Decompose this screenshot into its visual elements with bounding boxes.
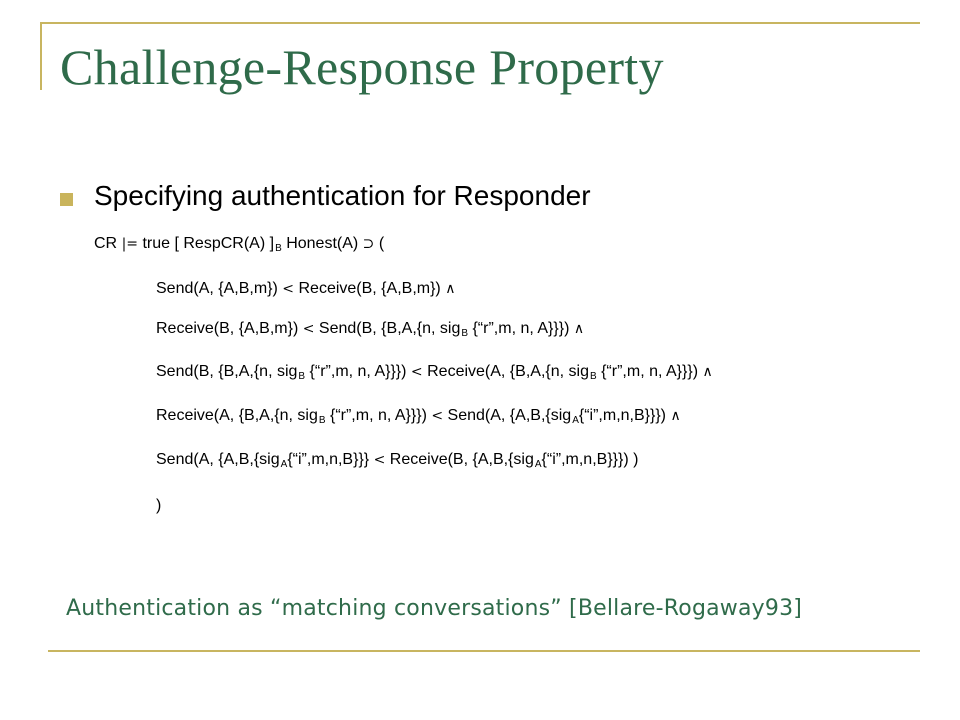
line5-right-b: {“i”,m,n,B}}}) [541, 451, 629, 468]
line2-right-sub: B [461, 328, 469, 339]
slide-title: Challenge-Response Property [60, 39, 664, 95]
open-paren: ( [378, 235, 385, 252]
before-symbol: < [282, 281, 295, 297]
frame-left-line [40, 22, 42, 90]
line1-left: Send(A, {A,B,m}) [156, 280, 278, 297]
formula-line-4: Receive(A, {B,A,{n, sigB {“r”,m, n, A}}}… [156, 407, 681, 430]
line5-left-a: Send(A, {A,B,{sig [156, 451, 280, 468]
line5-right-a: Receive(B, {A,B,{sig [389, 451, 534, 468]
frame-top-line [40, 22, 920, 24]
line4-left-sub: B [318, 415, 326, 426]
before-symbol: < [302, 321, 315, 337]
frame-bottom-line [48, 650, 920, 652]
conjunction-symbol: ∧ [670, 408, 681, 424]
line3-right-b: {“r”,m, n, A}}}) [596, 363, 699, 380]
implies-symbol: ⊃ [362, 236, 375, 252]
conjunction-symbol: ∧ [445, 281, 456, 297]
before-symbol: < [410, 364, 423, 380]
cr-label: CR [94, 235, 118, 252]
line5-close-paren: ) [633, 451, 639, 468]
conjunction-symbol: ∧ [702, 364, 713, 380]
line3-right-sub: B [589, 371, 597, 382]
bullet-heading: Specifying authentication for Responder [94, 180, 591, 211]
line3-left-a: Send(B, {B,A,{n, sig [156, 363, 298, 380]
line3-left-sub: B [298, 371, 306, 382]
line3-left-b: {“r”,m, n, A}}}) [305, 363, 407, 380]
bullet-square-icon [60, 193, 73, 206]
line2-right-b: {“r”,m, n, A}}}) [468, 320, 570, 337]
before-symbol: < [431, 408, 444, 424]
line4-right-sub: A [572, 415, 579, 426]
honest-clause: Honest(A) [286, 235, 359, 252]
line1-right: Receive(B, {A,B,m}) [298, 280, 441, 297]
formula-final-close: ) [156, 497, 161, 515]
formula-line-2: Receive(B, {A,B,m}) < Send(B, {B,A,{n, s… [156, 320, 584, 343]
line4-left-b: {“r”,m, n, A}}}) [325, 407, 427, 424]
line2-right-a: Send(B, {B,A,{n, sig [318, 320, 461, 337]
cr-subscript: B [275, 243, 282, 254]
before-symbol: < [373, 452, 386, 468]
formula-cr-line: CR |= true [ RespCR(A) ]B Honest(A) ⊃ ( [94, 235, 384, 258]
line3-right-a: Receive(A, {B,A,{n, sig [427, 363, 589, 380]
line2-left: Receive(B, {A,B,m}) [156, 320, 299, 337]
line4-right-b: {“i”,m,n,B}}}) [578, 407, 667, 424]
line5-right-sub: A [534, 459, 542, 470]
line5-left-sub: A [280, 459, 288, 470]
formula-line-5: Send(A, {A,B,{sigA{“i”,m,n,B}}} < Receiv… [156, 451, 638, 474]
formula-line-1: Send(A, {A,B,m}) < Receive(B, {A,B,m}) ∧ [156, 280, 455, 298]
cr-precondition: true [ RespCR(A) ] [142, 235, 275, 252]
line4-right-a: Send(A, {A,B,{sig [447, 407, 572, 424]
conjunction-symbol: ∧ [573, 321, 585, 337]
formula-line-3: Send(B, {B,A,{n, sigB {“r”,m, n, A}}}) <… [156, 363, 713, 386]
models-symbol: |= [121, 236, 139, 252]
final-close-paren: ) [156, 497, 162, 514]
line5-left-b: {“i”,m,n,B}}} [287, 451, 370, 468]
footnote-citation: Authentication as “matching conversation… [66, 596, 803, 621]
line4-left-a: Receive(A, {B,A,{n, sig [156, 407, 318, 424]
